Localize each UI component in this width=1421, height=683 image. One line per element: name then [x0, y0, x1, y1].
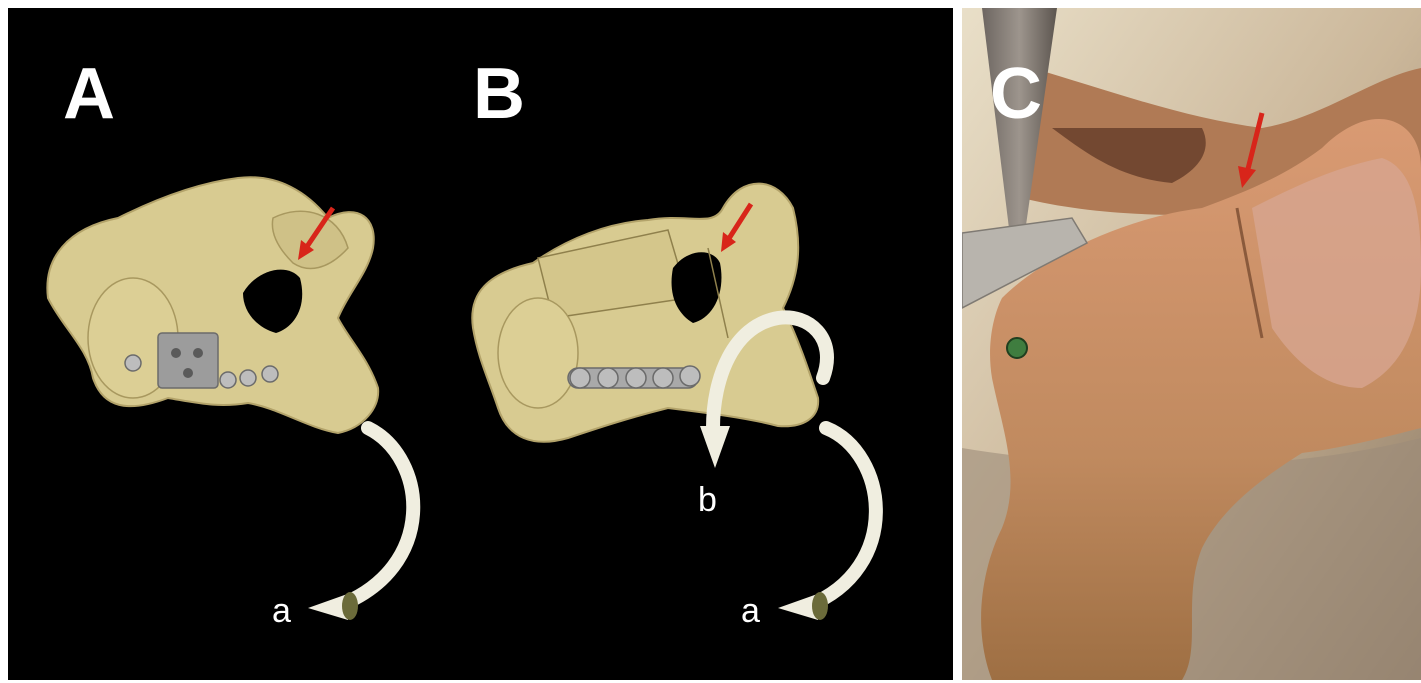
rotation-label-b: b: [698, 483, 717, 517]
rotation-label-b-a: a: [741, 594, 760, 628]
rotation-label-a: a: [272, 594, 291, 628]
panel-letter-a: A: [63, 58, 115, 130]
rotation-arrow-a: [338, 428, 413, 606]
vertebra-a: [47, 177, 413, 620]
panel-ab-render: A B a b a: [8, 8, 953, 680]
panel-letter-b: B: [473, 58, 525, 130]
implant-b: [568, 366, 700, 388]
vertebra-b: [472, 184, 876, 620]
panel-c-photo: C: [962, 8, 1421, 680]
vertebra-b-endplate: [498, 298, 578, 408]
rotation-arrow-b-a: [808, 428, 876, 606]
panel-letter-c: C: [990, 58, 1042, 130]
